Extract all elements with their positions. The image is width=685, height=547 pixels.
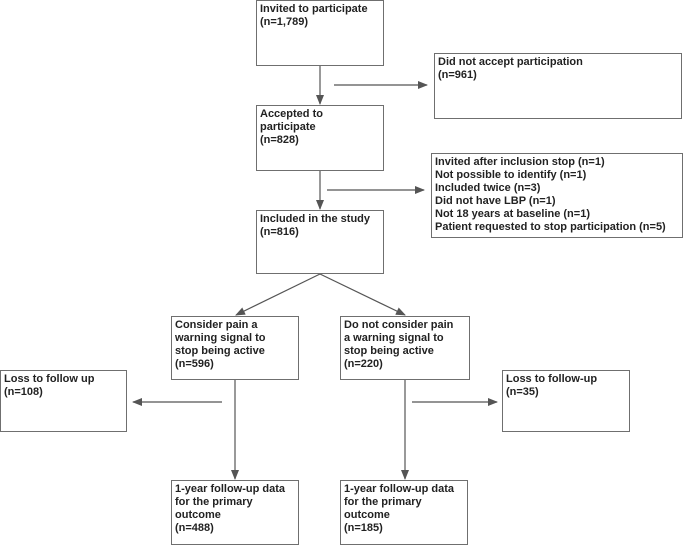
- arrow-included-to-consider-pain: [235, 273, 321, 316]
- box-accepted-line-3: (n=828): [260, 134, 299, 146]
- box-invited-line-2: (n=1,789): [260, 16, 308, 28]
- box-loss-left-line-2: (n=108): [4, 386, 43, 398]
- box-followup-right-line-1: 1-year follow-up data: [344, 483, 455, 495]
- box-consider-pain-line-3: stop being active: [175, 345, 265, 357]
- box-accepted-line-1: Accepted to: [260, 108, 323, 120]
- box-followup-left-line-1: 1-year follow-up data: [175, 483, 286, 495]
- box-loss-left-line-1: Loss to follow up: [4, 373, 95, 385]
- box-followup-left-line-3: outcome: [175, 509, 221, 521]
- box-included: Included in the study (n=816): [256, 210, 384, 274]
- box-not-accepted-line-2: (n=961): [438, 69, 477, 81]
- box-exclusions-line-6: Patient requested to stop participation …: [435, 221, 666, 233]
- box-exclusions: Invited after inclusion stop (n=1) Not p…: [431, 153, 683, 238]
- box-accepted: Accepted to participate (n=828): [256, 105, 384, 171]
- box-followup-right-line-3: outcome: [344, 509, 390, 521]
- box-included-line-2: (n=816): [260, 226, 299, 238]
- box-not-consider-pain-line-2: a warning signal to: [344, 332, 444, 344]
- box-exclusions-line-1: Invited after inclusion stop (n=1): [435, 156, 605, 168]
- box-included-line-1: Included in the study: [260, 213, 371, 225]
- box-exclusions-line-2: Not possible to identify (n=1): [435, 169, 587, 181]
- box-followup-left-line-4: (n=488): [175, 522, 214, 534]
- box-consider-pain-line-4: (n=596): [175, 358, 214, 370]
- box-not-accepted: Did not accept participation (n=961): [434, 53, 682, 119]
- box-invited-line-1: Invited to participate: [260, 3, 368, 15]
- box-followup-right: 1-year follow-up data for the primary ou…: [340, 480, 468, 545]
- box-not-consider-pain-line-4: (n=220): [344, 358, 383, 370]
- box-accepted-line-2: participate: [260, 121, 316, 133]
- box-loss-right-line-2: (n=35): [506, 386, 539, 398]
- box-not-accepted-line-1: Did not accept participation: [438, 56, 583, 68]
- box-loss-left: Loss to follow up (n=108): [0, 370, 127, 432]
- box-loss-right: Loss to follow-up (n=35): [502, 370, 630, 432]
- box-loss-right-line-1: Loss to follow-up: [506, 373, 598, 385]
- box-not-consider-pain: Do not consider pain a warning signal to…: [340, 316, 470, 380]
- box-invited: Invited to participate (n=1,789): [256, 0, 384, 66]
- box-exclusions-line-3: Included twice (n=3): [435, 182, 541, 194]
- box-followup-right-line-4: (n=185): [344, 522, 383, 534]
- box-consider-pain: Consider pain a warning signal to stop b…: [171, 316, 299, 380]
- box-consider-pain-line-1: Consider pain a: [175, 319, 258, 331]
- box-not-consider-pain-line-3: stop being active: [344, 345, 434, 357]
- box-exclusions-line-4: Did not have LBP (n=1): [435, 195, 556, 207]
- box-not-consider-pain-line-1: Do not consider pain: [344, 319, 454, 331]
- box-followup-left-line-2: for the primary: [175, 496, 253, 508]
- box-exclusions-line-5: Not 18 years at baseline (n=1): [435, 208, 590, 220]
- box-followup-left: 1-year follow-up data for the primary ou…: [171, 480, 299, 545]
- box-consider-pain-line-2: warning signal to: [175, 332, 266, 344]
- box-followup-right-line-2: for the primary: [344, 496, 422, 508]
- arrow-included-to-not-consider-pain: [319, 273, 406, 316]
